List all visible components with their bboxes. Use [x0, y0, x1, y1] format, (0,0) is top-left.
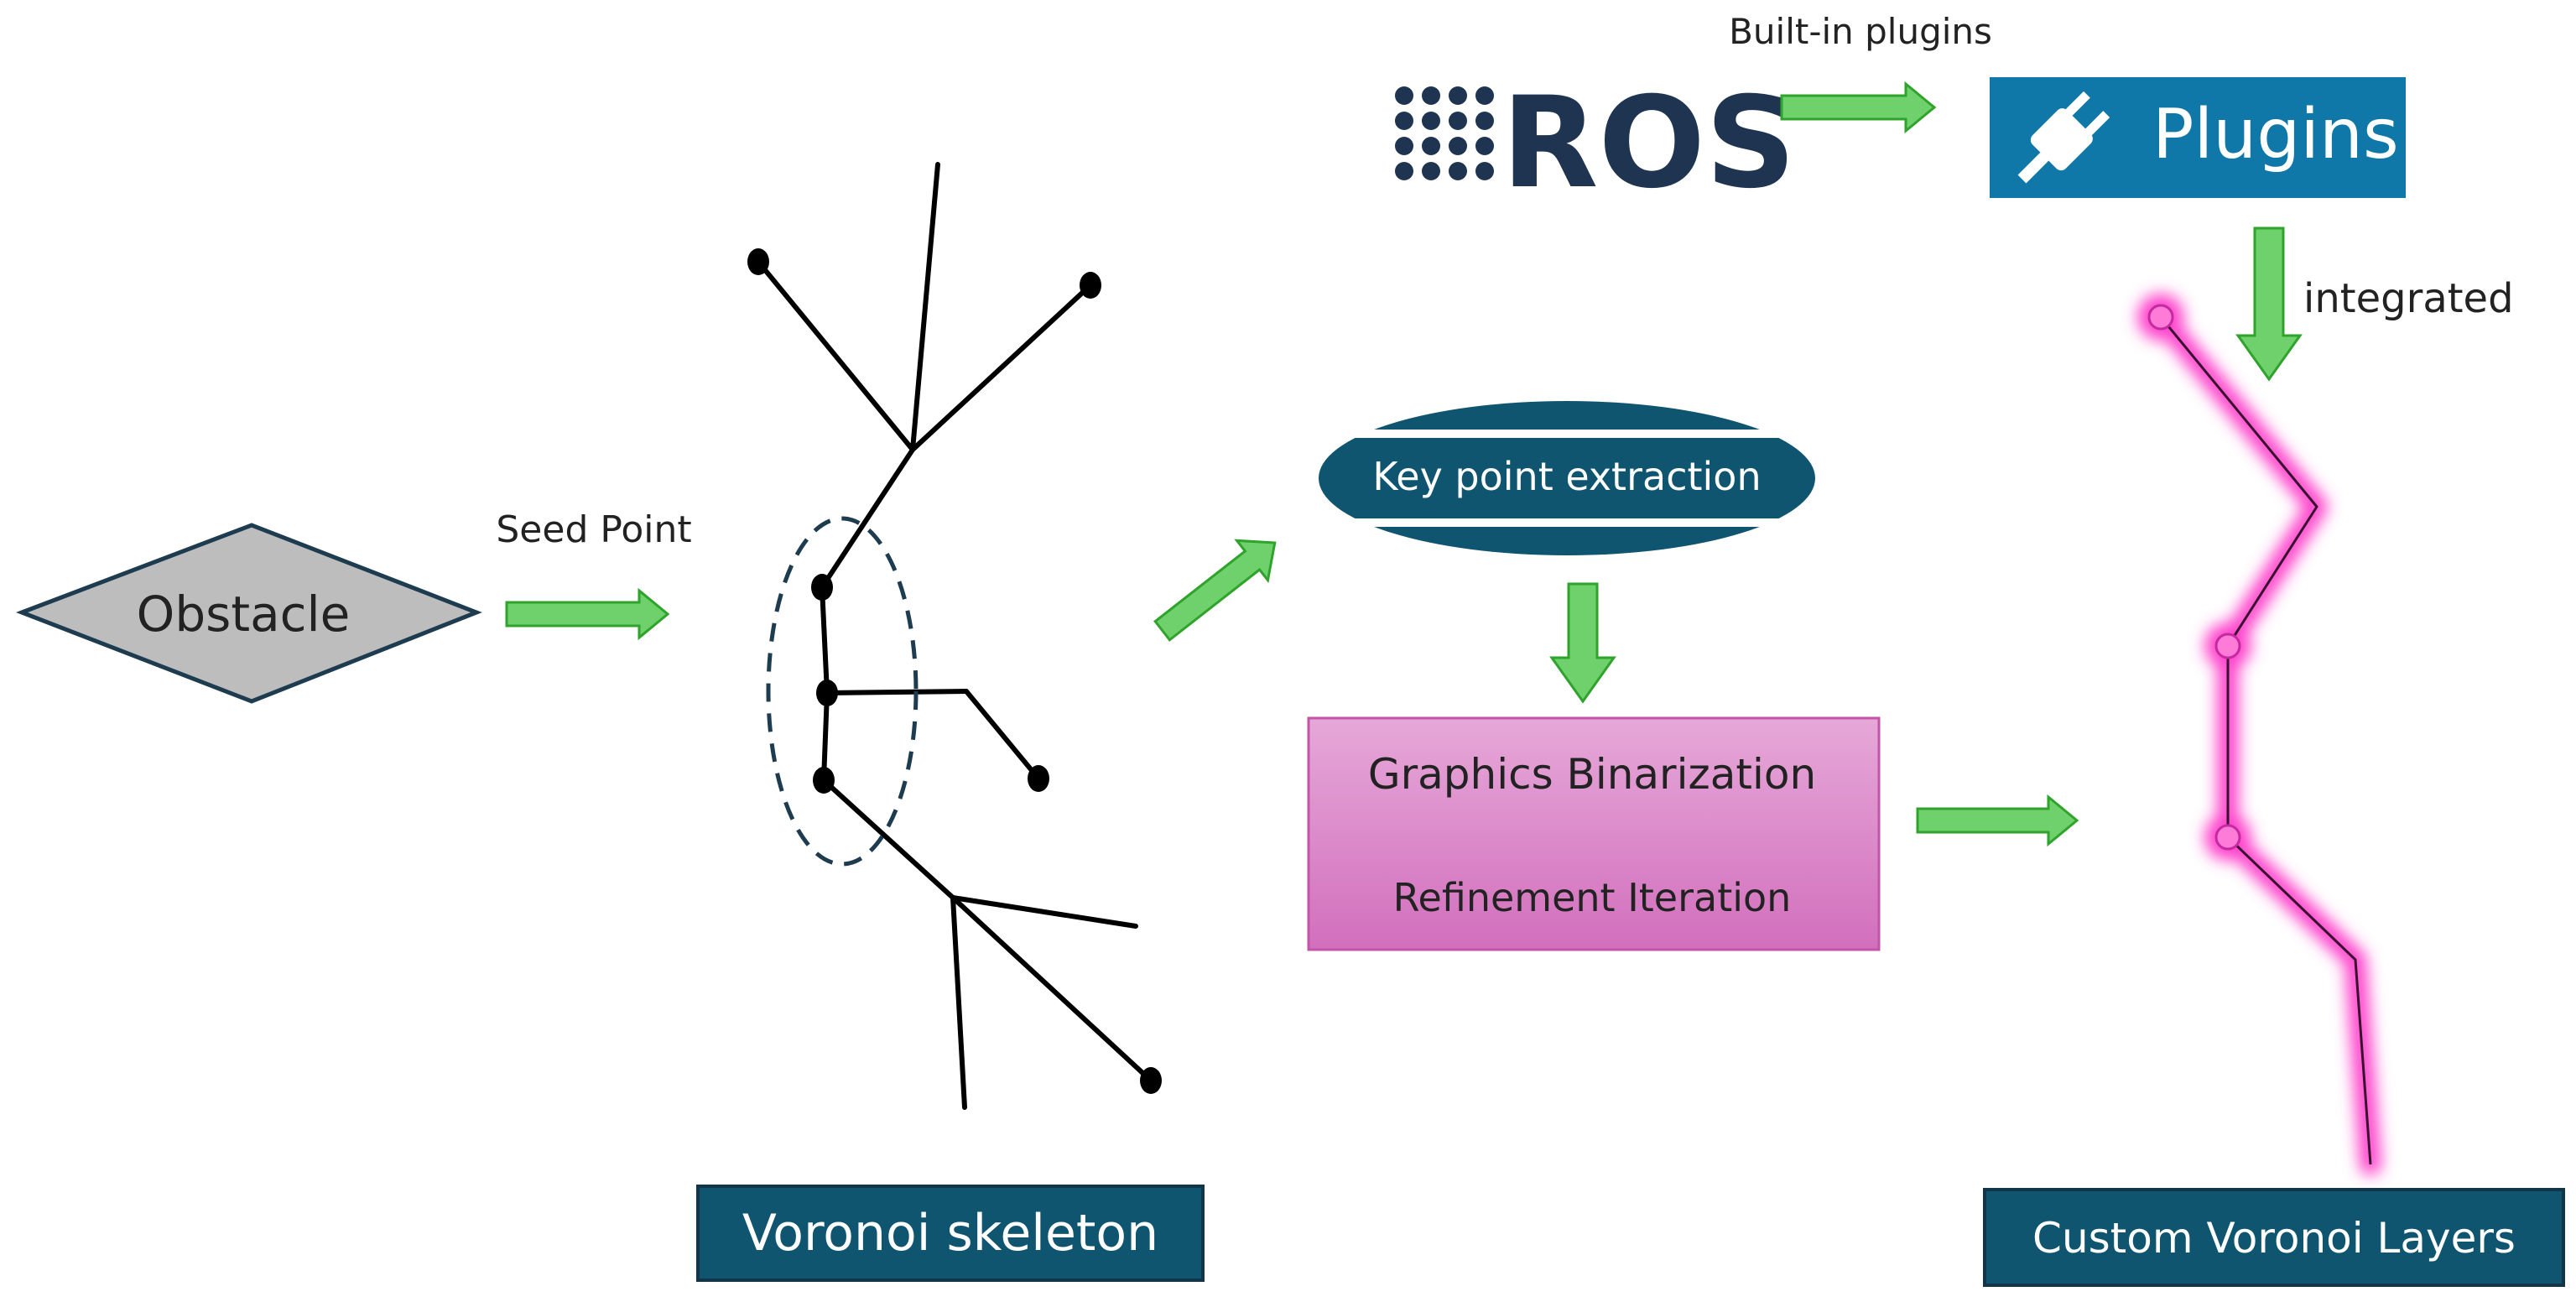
key-node-highlight-ellipse — [766, 516, 919, 867]
custom-voronoi-layers-box — [1983, 1188, 2565, 1287]
ros-logo: ROS — [1395, 70, 1796, 216]
ros-logo-text: ROS — [1501, 70, 1796, 216]
arrow-obstacle-to-skeleton — [505, 587, 670, 641]
skeleton-nodes — [747, 248, 1162, 1094]
custom-layer-path — [2147, 304, 2372, 1165]
voronoi-skeleton-label: Voronoi skeleton — [742, 1204, 1158, 1263]
seed-point-label: Seed Point — [496, 508, 691, 551]
voronoi-skeleton-graph — [756, 162, 1153, 1110]
refinement-iteration-label: Refinement Iteration — [1393, 875, 1792, 920]
binarization-box — [1307, 716, 1881, 951]
plug-icon — [2017, 91, 2110, 184]
obstacle-diamond — [16, 523, 482, 704]
voronoi-skeleton-caption: Voronoi skeleton — [696, 1185, 1205, 1282]
key-point-extraction-node: Key point extraction — [1309, 401, 1829, 555]
arrow-binarization-to-layers — [1916, 794, 2079, 847]
key-point-label: Key point extraction — [1372, 454, 1761, 499]
obstacle-node: Obstacle — [16, 523, 482, 704]
built-in-plugins-label: Built-in plugins — [1729, 11, 1992, 52]
arrow-plugins-to-layers — [2235, 227, 2303, 382]
arrow-skeleton-to-keypoint — [1153, 539, 1277, 642]
key-point-ellipse — [1319, 401, 1815, 555]
arrow-keypoint-to-binarization — [1549, 582, 1616, 704]
arrow-ros-to-plugins — [1780, 81, 1937, 134]
custom-voronoi-layers-label: Custom Voronoi Layers — [2032, 1214, 2516, 1263]
plugins-node: Plugins — [1990, 77, 2406, 198]
custom-voronoi-layers-caption: Custom Voronoi Layers — [1983, 1188, 2565, 1287]
binarization-refinement-node: Graphics Binarization Refinement Iterati… — [1307, 716, 1881, 951]
obstacle-label: Obstacle — [137, 586, 351, 643]
custom-layer-path-glow — [2137, 294, 2381, 1175]
plugins-label: Plugins — [2152, 95, 2399, 174]
ros-dot-grid-icon — [1395, 86, 1494, 180]
graphics-binarization-label: Graphics Binarization — [1368, 750, 1816, 799]
integrated-label: integrated — [2303, 275, 2514, 322]
voronoi-skeleton-box — [696, 1185, 1205, 1282]
